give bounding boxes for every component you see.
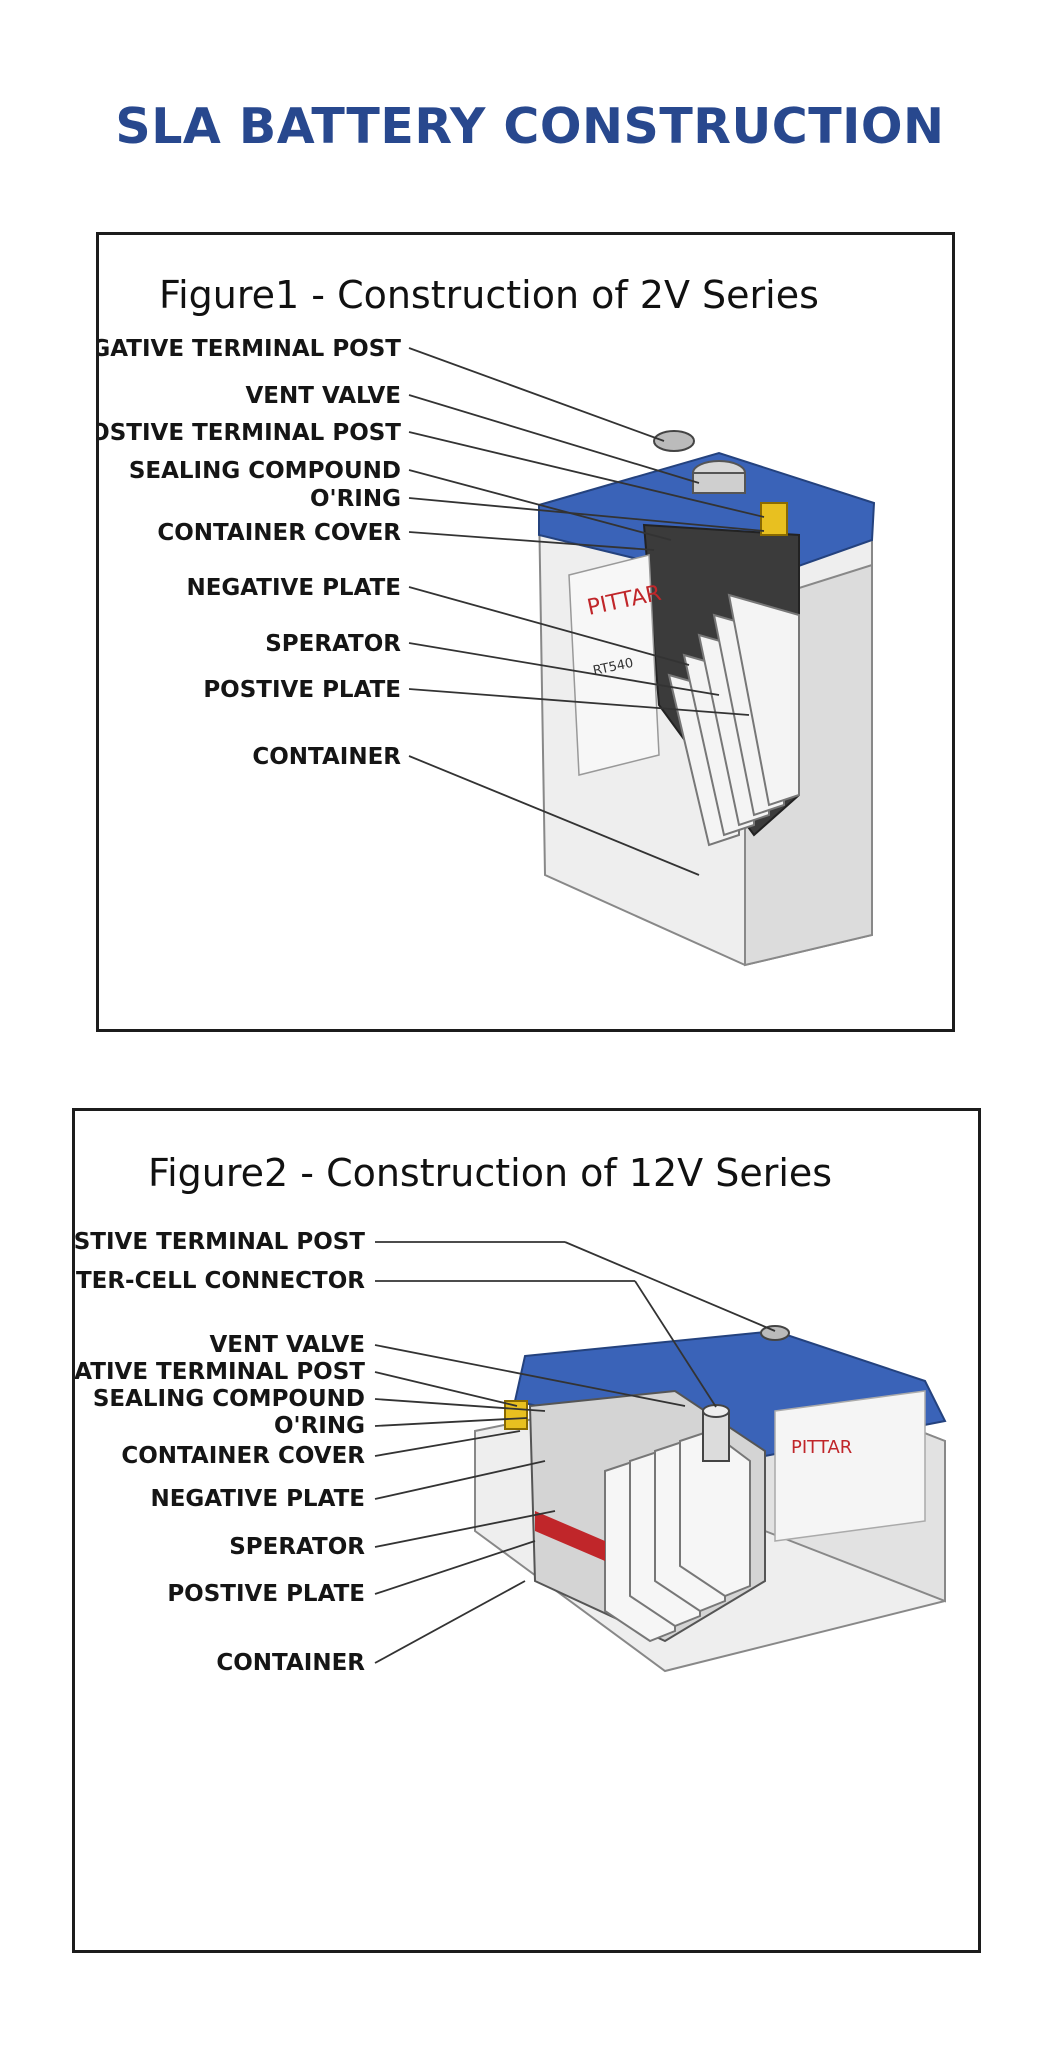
figure1-label-vent-valve: VENT VALVE	[245, 383, 402, 409]
figure1-battery-illustration: PITTAR RT540	[408, 347, 876, 967]
figure2-positive-post	[760, 1325, 790, 1341]
figure1-panel: Figure1 - Construction of 2V Series PITT…	[96, 232, 955, 1032]
figure1-negative-post	[653, 430, 695, 452]
figure2-panel: Figure2 - Construction of 12V Series PIT…	[72, 1108, 981, 1953]
figure2-label-o-ring: O'RING	[274, 1413, 365, 1439]
figure2-battery-illustration: PITTAR	[374, 1241, 947, 1673]
figure1-plates	[667, 593, 800, 847]
figure1-title: Figure1 - Construction of 2V Series	[159, 273, 819, 317]
figure1-label-sealing-compound: SEALING COMPOUND	[128, 458, 401, 484]
figure1-label-separator: SPERATOR	[265, 631, 401, 657]
figure2-plates	[604, 1429, 751, 1643]
figure1-label-o-ring: O'RING	[310, 486, 401, 512]
figure2-leader-lines	[374, 1241, 776, 1664]
figure2-label-inter-cell-connector: INTER-CELL CONNECTOR	[72, 1268, 365, 1294]
figure2-label-negative-terminal-post: NEGATIVE TERMINAL POST	[74, 1359, 365, 1385]
figure2-separator	[535, 1511, 605, 1561]
figure2-label-separator: SPERATOR	[229, 1534, 365, 1560]
figure2-title: Figure2 - Construction of 12V Series	[148, 1151, 833, 1195]
figure2-label-container-cover: CONTAINER COVER	[121, 1443, 365, 1469]
figure1-leader-lines	[408, 347, 765, 876]
figure1-label-negative-plate: NEGATIVE PLATE	[186, 575, 401, 601]
figure1-sticker	[568, 554, 660, 776]
figure1-positive-post	[760, 502, 788, 536]
figure1-label-negative-terminal-post: NEGATIVE TERMINAL POST	[99, 336, 401, 362]
figure2-label-positive-plate: POSTIVE PLATE	[167, 1581, 365, 1607]
figure2-label-container: CONTAINER	[216, 1650, 365, 1676]
figure1-label-positive-plate: POSTIVE PLATE	[203, 677, 401, 703]
figure1-label-container-cover: CONTAINER COVER	[157, 520, 401, 546]
figure2-inter-cell-connector	[702, 1410, 730, 1462]
figure2-brand: PITTAR	[791, 1437, 852, 1458]
figure2-label-negative-plate: NEGATIVE PLATE	[150, 1486, 365, 1512]
figure1-label-container: CONTAINER	[252, 744, 401, 770]
figure2-label-sealing-compound: SEALING COMPOUND	[92, 1386, 365, 1412]
figure2-label-vent-valve: VENT VALVE	[209, 1332, 366, 1358]
page-title: SLA BATTERY CONSTRUCTION	[115, 98, 945, 155]
figure2-sticker	[774, 1390, 926, 1542]
figure2-label-positive-terminal-post: POSTIVE TERMINAL POST	[73, 1229, 365, 1255]
figure1-label-positive-terminal-post: POSTIVE TERMINAL POST	[96, 420, 401, 446]
